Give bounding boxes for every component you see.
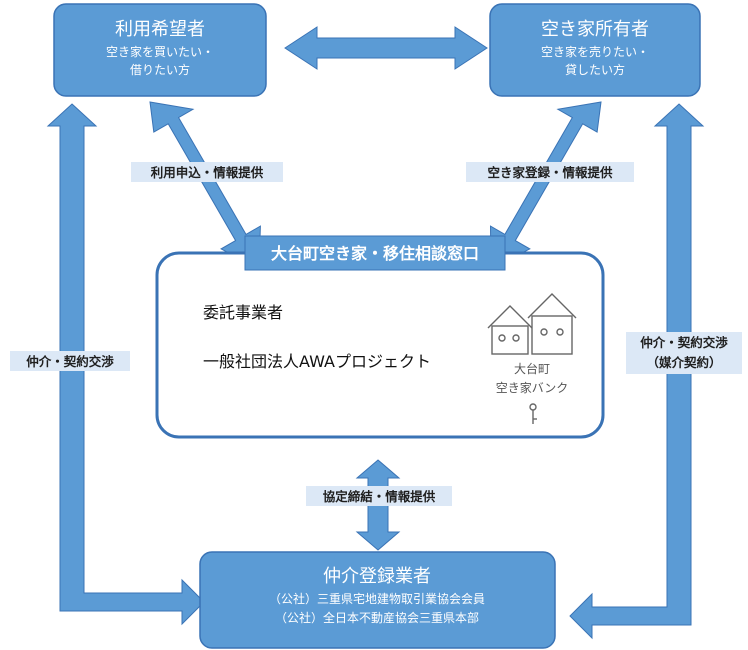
node-owner-title: 空き家所有者	[541, 19, 649, 40]
logo-line1: 大台町	[514, 361, 550, 376]
label-user-center: 利用申込・情報提供	[131, 162, 283, 182]
label-owner-center: 空き家登録・情報提供	[466, 162, 634, 182]
svg-text:仲介・契約交渉: 仲介・契約交渉	[26, 354, 114, 369]
center-header: 大台町空き家・移住相談窓口	[244, 235, 506, 271]
node-owner-sub2: 貸したい方	[565, 62, 625, 77]
node-owner-sub1: 空き家を売りたい・	[541, 44, 649, 59]
logo-line2: 空き家バンク	[496, 380, 569, 395]
arrow-user-center	[149, 101, 261, 270]
svg-text:空き家登録・情報提供: 空き家登録・情報提供	[487, 165, 613, 180]
node-user: 利用希望者 空き家を買いたい・ 借りたい方	[53, 3, 267, 97]
key-icon	[529, 403, 537, 424]
center-line2: 一般社団法人AWAプロジェクト	[203, 352, 431, 371]
akiya-bank-logo	[487, 293, 577, 424]
center-box: 委託事業者 一般社団法人AWAプロジェクト	[155, 251, 605, 439]
node-agent-sub1: （公社）三重県宅地建物取引業協会会員	[269, 591, 485, 606]
arrow-user-owner	[284, 26, 488, 70]
node-owner: 空き家所有者 空き家を売りたい・ 貸したい方	[489, 3, 701, 97]
svg-text:仲介・契約交渉: 仲介・契約交渉	[640, 335, 728, 350]
center-line1: 委託事業者	[203, 303, 283, 322]
node-agent: 仲介登録業者 （公社）三重県宅地建物取引業協会会員 （公社）全日本不動産協会三重…	[199, 551, 556, 649]
label-right: 仲介・契約交渉 （媒介契約）	[626, 332, 742, 374]
arrow-owner-center	[489, 101, 602, 270]
label-bottom: 協定締結・情報提供	[306, 486, 452, 506]
house-right-icon	[527, 293, 577, 355]
node-agent-title: 仲介登録業者	[323, 566, 431, 587]
arrow-owner-agent	[569, 103, 705, 640]
node-agent-sub2: （公社）全日本不動産協会三重県本部	[275, 610, 479, 625]
center-header-text: 大台町空き家・移住相談窓口	[271, 244, 479, 263]
node-user-title: 利用希望者	[115, 19, 205, 40]
label-left: 仲介・契約交渉	[10, 351, 130, 371]
svg-text:協定締結・情報提供: 協定締結・情報提供	[323, 489, 436, 504]
svg-text:利用申込・情報提供: 利用申込・情報提供	[151, 165, 264, 180]
node-user-sub2: 借りたい方	[130, 62, 190, 77]
house-left-icon	[487, 305, 533, 355]
node-user-sub1: 空き家を買いたい・	[106, 44, 214, 59]
svg-text:（媒介契約）: （媒介契約）	[646, 355, 721, 370]
